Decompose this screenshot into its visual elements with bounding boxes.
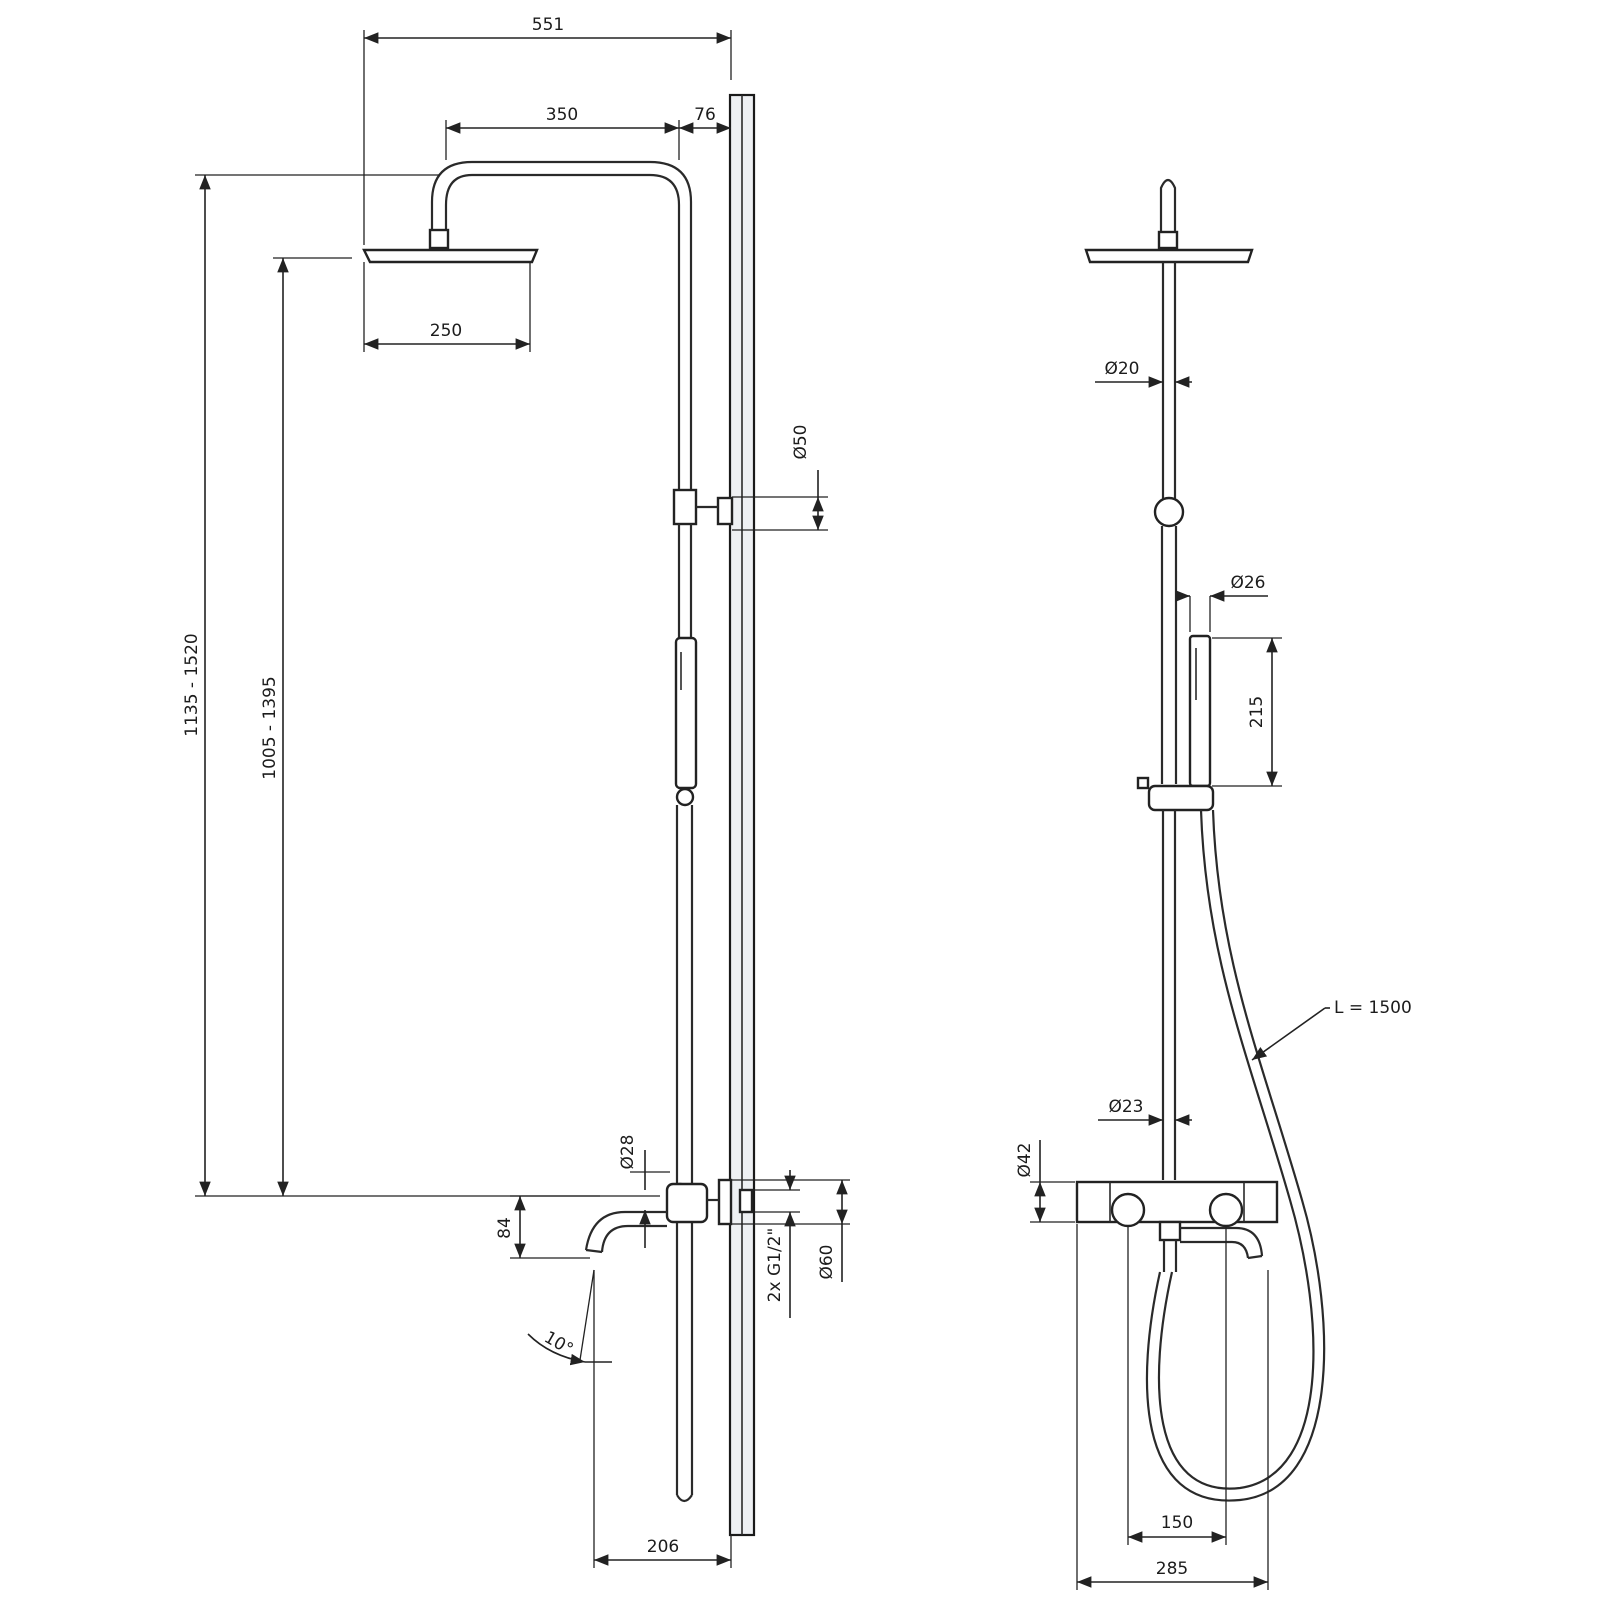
dim-spout-projection: 206: [647, 1537, 679, 1557]
front-view: Ø20 Ø26 215 L = 1500 Ø23 Ø42 150: [1015, 178, 1412, 1590]
front-slider: [1147, 784, 1215, 812]
wall-bracket-upper: [672, 488, 698, 526]
dim-overall-width: 551: [532, 15, 564, 35]
dim-lower-pipe: Ø23: [1108, 1097, 1143, 1117]
shower-head-connector: [428, 228, 450, 250]
dim-flange: Ø60: [817, 1244, 837, 1279]
wall-flange: [717, 1178, 733, 1226]
shower-head: [362, 248, 539, 264]
dim-bracket: Ø50: [791, 424, 811, 459]
dim-angle: 10°: [540, 1327, 576, 1359]
front-spout: [1180, 1226, 1264, 1257]
dim-mixer-height: Ø42: [1015, 1142, 1035, 1177]
dim-mixer-width: 285: [1156, 1559, 1188, 1579]
dim-inlet-spacing: 150: [1161, 1513, 1193, 1533]
bath-spout: [584, 1210, 667, 1251]
dim-upper-pipe: Ø20: [1104, 359, 1139, 379]
mixer-body: [665, 1182, 709, 1224]
dim-handshower-length: 215: [1247, 696, 1267, 728]
dim-spout-drop: 84: [495, 1217, 515, 1239]
dim-pipe: Ø28: [618, 1134, 638, 1169]
hand-shower-holder: [675, 787, 695, 807]
dim-arm-length: 350: [546, 105, 578, 125]
dim-total-height: 1135 - 1520: [182, 633, 202, 736]
hand-shower: [674, 636, 698, 790]
shower-hose: [1157, 809, 1315, 1490]
side-view: 551 350 76 250 Ø50 1135 - 1520 1005 - 13…: [182, 15, 850, 1568]
front-bracket: [1153, 496, 1185, 528]
front-hand-shower: [1188, 634, 1212, 788]
front-shower-head: [1084, 248, 1254, 264]
dim-head-height: 1005 - 1395: [260, 676, 280, 779]
dim-hose-length: L = 1500: [1334, 998, 1412, 1018]
front-mixer: [1075, 1180, 1279, 1224]
dim-wall-offset: 76: [694, 105, 716, 125]
dim-thread: 2x G1/2": [765, 1228, 785, 1303]
shower-riser: [444, 173, 681, 500]
dim-head-diameter: 250: [430, 321, 462, 341]
dim-handshower: Ø26: [1230, 573, 1265, 593]
